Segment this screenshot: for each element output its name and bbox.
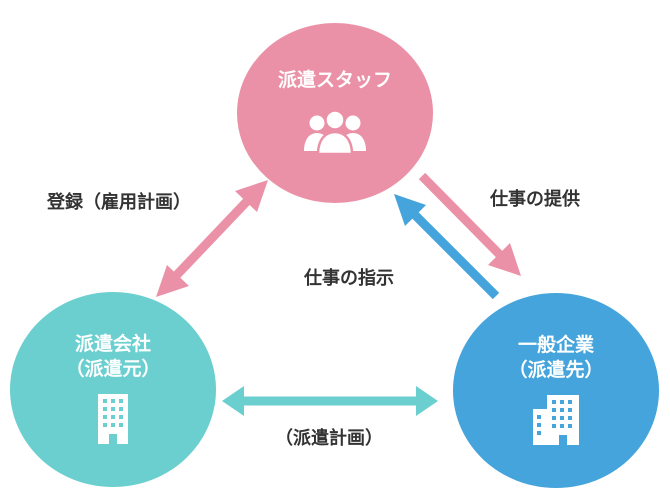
arrow-instruct <box>394 194 500 300</box>
node-client-title-line2: （派遣先） <box>508 359 604 381</box>
node-staff-title: 派遣スタッフ <box>277 69 392 91</box>
node-dispatch-title-line2: （派遣元） <box>65 358 161 380</box>
arrow-provide <box>418 172 521 276</box>
node-client-company: 一般企業 （派遣先） <box>453 293 659 488</box>
office-building-icon <box>533 395 579 449</box>
edge-label-register: 登録（雇用計画） <box>47 192 191 213</box>
node-dispatch-company: 派遣会社 （派遣元） <box>10 292 216 487</box>
building-icon <box>98 394 128 448</box>
edge-label-instruct: 仕事の指示 <box>304 268 394 289</box>
arrow-register <box>156 180 268 297</box>
arrow-plan <box>222 386 438 416</box>
people-group-icon <box>302 107 368 159</box>
node-staff: 派遣スタッフ <box>237 23 433 203</box>
node-client-title-line1: 一般企業 <box>517 334 594 356</box>
edge-label-provide: 仕事の提供 <box>490 189 580 210</box>
node-dispatch-title-line1: 派遣会社 <box>74 333 151 355</box>
edge-label-plan: （派遣計画） <box>275 428 383 449</box>
